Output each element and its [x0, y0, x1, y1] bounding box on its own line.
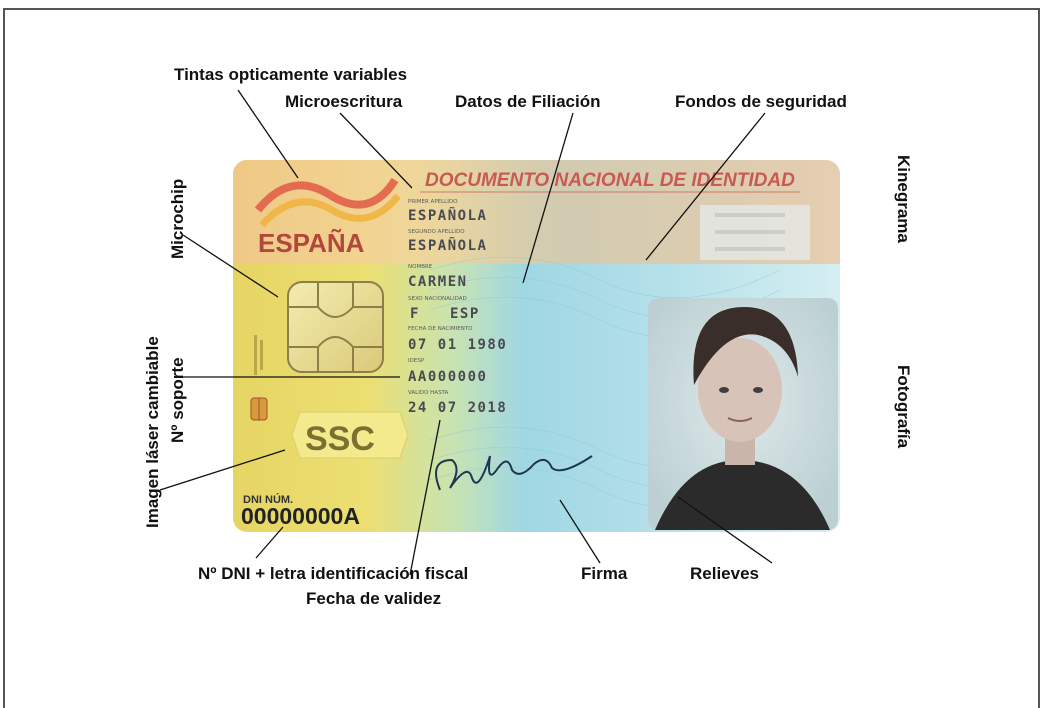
id-card: ESPAÑA DOCUMENTO NACIONAL DE IDENTIDAD S… — [232, 159, 841, 532]
coat-of-arms-icon — [250, 397, 268, 421]
signature — [435, 455, 593, 491]
callout-kinegrama: Kinegrama — [894, 155, 913, 243]
callout-fondos-seguridad: Fondos de seguridad — [675, 92, 847, 111]
callout-microescritura: Microescritura — [285, 92, 403, 111]
name-label: NOMBRE — [408, 264, 433, 270]
card-title: DOCUMENTO NACIONAL DE IDENTIDAD — [425, 170, 795, 191]
sex-value: F — [410, 306, 420, 322]
photograph — [648, 298, 838, 530]
dni-number: 00000000A — [241, 503, 360, 529]
sex-nationality-label: SEXO NACIONALIDAD — [408, 296, 467, 302]
callout-dni-letra: Nº DNI + letra identificación fiscal — [198, 564, 468, 583]
name-value: CARMEN — [408, 274, 468, 290]
callout-datos-filiacion: Datos de Filiación — [455, 92, 600, 111]
surname1-value: ESPAÑOLA — [408, 207, 487, 224]
optically-variable-ink — [254, 177, 401, 228]
callout-tintas: Tintas opticamente variables — [174, 65, 407, 84]
birth-date-value: 07 01 1980 — [408, 337, 507, 353]
callout-relieves: Relieves — [690, 564, 759, 583]
valid-until-value: 24 07 2018 — [408, 400, 507, 416]
callout-soporte: Nº soporte — [168, 357, 187, 443]
microchip — [287, 281, 384, 373]
callout-labels: Tintas opticamente variables Microescrit… — [143, 65, 913, 608]
callout-microchip: Microchip — [168, 179, 187, 259]
dni-label: DNI NÚM. — [243, 493, 293, 506]
callout-firma: Firma — [581, 564, 628, 583]
leader-lines — [159, 89, 773, 576]
support-label: IDESP — [408, 358, 425, 364]
kinegram — [700, 205, 810, 260]
callout-fecha-validez: Fecha de validez — [306, 589, 441, 608]
nationality-value: ESP — [450, 306, 480, 322]
figure-frame — [3, 8, 1040, 708]
surname2-value: ESPAÑOLA — [408, 237, 487, 254]
callout-imagen-laser: Imagen láser cambiable — [143, 336, 162, 528]
valid-until-label: VALIDO HASTA — [408, 390, 448, 396]
country-label: ESPAÑA — [258, 228, 365, 258]
ssc-laser-image: SSC — [291, 411, 409, 459]
support-number-value: AA000000 — [408, 369, 487, 385]
personal-data: PRIMER APELLIDO ESPAÑOLA SEGUNDO APELLID… — [408, 199, 507, 416]
ssc-text: SSC — [305, 420, 375, 458]
callout-fotografia: Fotografía — [894, 365, 913, 449]
surname1-label: PRIMER APELLIDO — [408, 199, 458, 205]
birth-date-label: FECHA DE NACIMIENTO — [408, 326, 473, 332]
surname2-label: SEGUNDO APELLIDO — [408, 229, 465, 235]
microtext-vertical — [254, 335, 263, 375]
